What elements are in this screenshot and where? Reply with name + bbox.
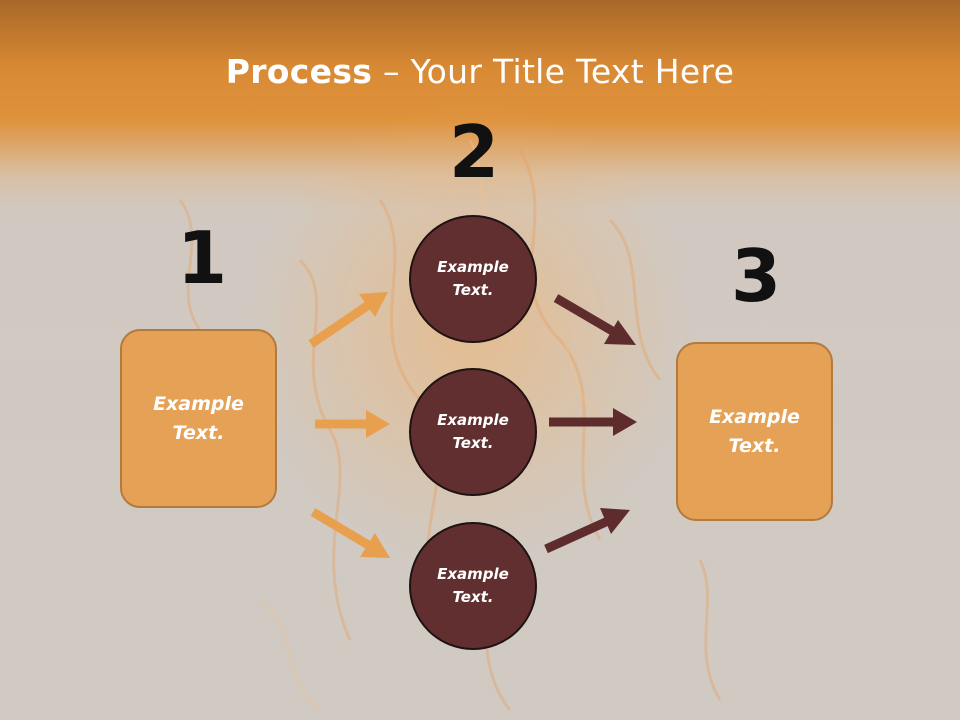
title-rest-text: – Your Title Text Here bbox=[372, 52, 735, 91]
circle-middle: Example Text. bbox=[409, 368, 537, 496]
step-number-2: 2 bbox=[449, 110, 500, 194]
arrow-left-to-bottom bbox=[310, 508, 390, 558]
circle-top: Example Text. bbox=[409, 215, 537, 343]
step-number-1: 1 bbox=[177, 216, 228, 300]
right-example-box: Example Text. bbox=[676, 342, 833, 521]
arrow-left-to-top bbox=[308, 292, 388, 348]
arrow-bottom-to-right bbox=[544, 508, 630, 554]
title-bold-text: Process bbox=[225, 52, 373, 91]
left-example-box: Example Text. bbox=[120, 329, 277, 508]
arrow-top-to-right bbox=[553, 294, 636, 345]
step-number-3: 3 bbox=[731, 234, 782, 318]
arrow-left-to-middle bbox=[315, 410, 390, 438]
arrow-middle-to-right bbox=[549, 408, 637, 436]
slide-title: Process – Your Title Text Here bbox=[0, 52, 960, 91]
circle-bottom: Example Text. bbox=[409, 522, 537, 650]
